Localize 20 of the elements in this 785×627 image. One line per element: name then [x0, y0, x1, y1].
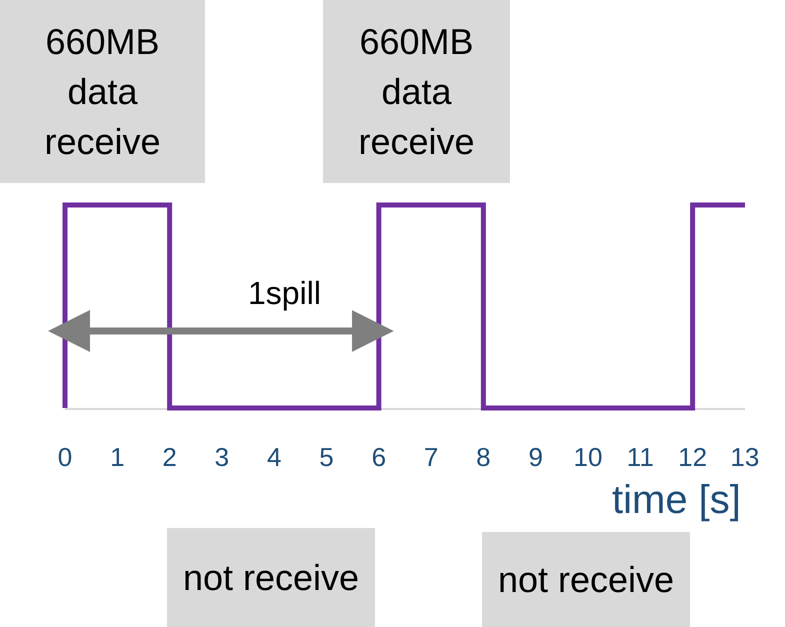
label-box: not receive: [167, 528, 375, 627]
tick-label: 3: [214, 442, 230, 473]
label-box: 660MB data receive: [0, 0, 205, 183]
tick-label: 1: [110, 442, 125, 473]
tick-label: 4: [266, 442, 282, 473]
tick-label: 2: [162, 442, 177, 473]
tick-label: 0: [58, 442, 72, 473]
tick-label: 8: [476, 442, 491, 473]
tick-label: 11: [626, 442, 654, 473]
tick-label: 9: [528, 442, 543, 473]
axis-title: time [s]: [612, 478, 741, 523]
tick-label: 5: [319, 442, 334, 473]
tick-label: 12: [678, 442, 708, 473]
tick-label: 13: [730, 442, 760, 473]
label-box: not receive: [482, 532, 690, 627]
dimension-label: 1spill: [248, 275, 321, 312]
label-box: 660MB data receive: [323, 0, 510, 183]
tick-label: 7: [424, 442, 438, 473]
tick-label: 6: [372, 442, 386, 473]
tick-label: 10: [574, 442, 602, 473]
